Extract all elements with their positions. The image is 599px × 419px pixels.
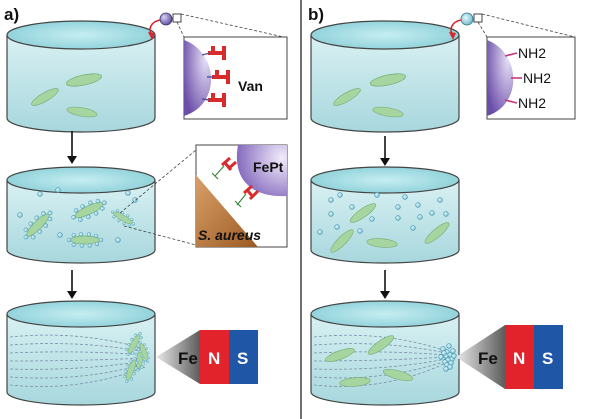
beaker-b3 <box>310 300 460 406</box>
nanoparticle <box>94 241 100 247</box>
magnet-n-label: N <box>513 349 525 368</box>
nanoparticle <box>395 215 401 221</box>
nanoparticle <box>395 204 401 210</box>
magnet-s-label: S <box>542 349 553 368</box>
nanoparticle <box>437 197 443 203</box>
nanoparticle <box>450 348 456 354</box>
nanoparticle <box>37 191 43 197</box>
magnet-south-pole <box>534 325 563 389</box>
beaker-b2 <box>310 166 460 264</box>
magnet-n-label: N <box>208 349 220 368</box>
magnet-b: Fe N S <box>456 325 563 389</box>
nanoparticle <box>349 204 355 210</box>
nanoparticle <box>410 225 416 231</box>
magnet-north-pole <box>200 330 229 384</box>
panel-b: b) NH2 NH2 NH2 <box>308 5 576 406</box>
down-arrow-icon <box>67 156 77 164</box>
vancomycin-ligand-icon <box>208 46 230 107</box>
particle-surface <box>184 40 212 116</box>
nanoparticle <box>415 202 421 208</box>
fe-cone <box>456 325 505 389</box>
nanoparticle <box>71 233 76 238</box>
nanoparticle <box>78 232 84 237</box>
nanoparticle <box>94 233 99 239</box>
arrowhead-icon <box>148 32 155 40</box>
magnet-s-label: S <box>237 349 248 368</box>
nanoparticle <box>402 194 408 200</box>
magnet-fe-label: Fe <box>178 349 198 368</box>
nanoparticle <box>317 229 323 235</box>
nanoparticle <box>86 232 92 237</box>
magnet-south-pole <box>229 330 258 384</box>
down-arrow-icon <box>67 291 77 299</box>
zoom-box <box>172 13 182 23</box>
inset-vancomycin: Van <box>183 36 288 120</box>
nanoparticle <box>451 353 457 359</box>
nanoparticle <box>87 243 92 248</box>
nanoparticle <box>98 237 104 243</box>
magnet-fe-label: Fe <box>478 349 498 368</box>
fe-cone <box>156 330 200 384</box>
nanoparticle <box>337 192 343 198</box>
bacteria-surface <box>196 175 258 247</box>
nanoparticle <box>334 224 340 230</box>
nanoparticle <box>374 192 380 198</box>
nanoparticle <box>328 211 334 217</box>
van-label: Van <box>238 78 263 94</box>
beaker-a2 <box>6 166 156 264</box>
inset-amine: NH2 NH2 NH2 <box>486 36 576 120</box>
nanoparticle <box>438 354 444 360</box>
nanoparticle-icon <box>159 12 173 26</box>
inset-fept-binding: FePt S. aureus <box>195 144 288 248</box>
nanoparticle <box>57 232 63 238</box>
nh2-label: NH2 <box>518 45 546 61</box>
beaker-b1 <box>310 20 460 133</box>
nanoparticle <box>417 214 423 220</box>
nanoparticle <box>125 190 131 196</box>
panel-b-label: b) <box>308 5 324 24</box>
particle-surface <box>487 40 514 116</box>
vancomycin-ligand-icon <box>221 156 260 201</box>
amine-particle-icon <box>460 12 474 26</box>
fept-label: FePt <box>253 159 284 175</box>
arrowhead-icon <box>449 32 456 40</box>
nanoparticle <box>443 366 449 372</box>
nanoparticle <box>369 216 375 222</box>
nanoparticle <box>79 243 84 248</box>
nanoparticle <box>429 210 435 216</box>
panel-a-label: a) <box>4 5 19 24</box>
zoom-box <box>473 13 483 23</box>
nanoparticle <box>328 197 334 203</box>
nanoparticle <box>357 228 363 234</box>
beaker-a1 <box>6 20 156 133</box>
nanoparticle <box>115 237 121 243</box>
down-arrow-icon <box>380 158 390 166</box>
magnet-north-pole <box>505 325 534 389</box>
fept-particle <box>236 145 287 197</box>
s-aureus-label: S. aureus <box>198 227 261 243</box>
nh2-label: NH2 <box>518 95 546 111</box>
nanoparticle <box>446 343 452 349</box>
nh2-label: NH2 <box>523 70 551 86</box>
down-arrow-icon <box>380 291 390 299</box>
magnet-a: Fe N S <box>156 330 258 384</box>
nanoparticle <box>55 187 61 193</box>
cell-wall-peptide-icon <box>211 165 247 208</box>
nanoparticle <box>443 211 449 217</box>
panel-a: a) <box>4 5 289 406</box>
nanoparticle <box>71 242 76 247</box>
nanoparticle <box>17 212 23 218</box>
nanoparticle <box>66 237 72 243</box>
beaker-a3 <box>6 300 156 406</box>
